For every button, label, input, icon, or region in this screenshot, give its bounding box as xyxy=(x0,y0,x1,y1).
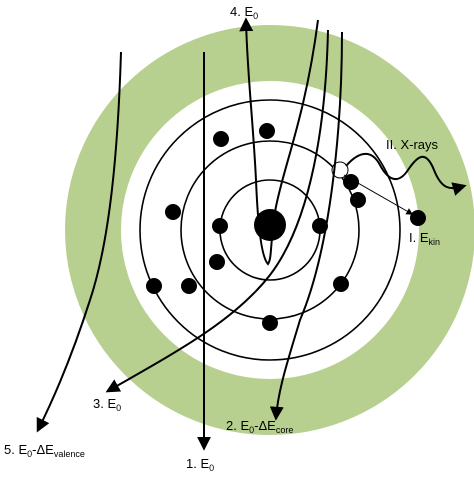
electron xyxy=(343,174,359,190)
electron xyxy=(181,278,197,294)
electron xyxy=(209,254,225,270)
xray-wave xyxy=(345,152,467,196)
nucleus xyxy=(254,209,286,241)
ejected-electron xyxy=(410,210,426,226)
label-path-1: 1. E0 xyxy=(186,456,214,473)
electron xyxy=(146,278,162,294)
electrons xyxy=(146,123,366,331)
beam-4-backscattered xyxy=(239,17,319,266)
label-path-5: 5. E0-ΔEvalence xyxy=(4,442,85,459)
label-path-4: 4. E0 xyxy=(230,4,258,21)
beam-2-core-loss xyxy=(269,31,343,421)
electron xyxy=(312,218,328,234)
beam-3-elastic xyxy=(105,29,329,393)
electron xyxy=(262,315,278,331)
electron xyxy=(212,218,228,234)
electron-vacancy xyxy=(331,161,349,179)
electron xyxy=(165,204,181,220)
label-path-2: 2. E0-ΔEcore xyxy=(226,418,293,435)
electron xyxy=(259,123,275,139)
label-xrays: II. X-rays xyxy=(386,137,439,152)
electron xyxy=(333,276,349,292)
shell-outer xyxy=(139,99,401,361)
electron xyxy=(213,131,229,147)
electron xyxy=(350,192,366,208)
label-ejected-electron: I. Ekin xyxy=(409,230,440,247)
ejected-electron-path xyxy=(343,174,414,215)
label-path-3: 3. E0 xyxy=(93,396,121,413)
beam-5-valence-loss xyxy=(36,51,122,433)
